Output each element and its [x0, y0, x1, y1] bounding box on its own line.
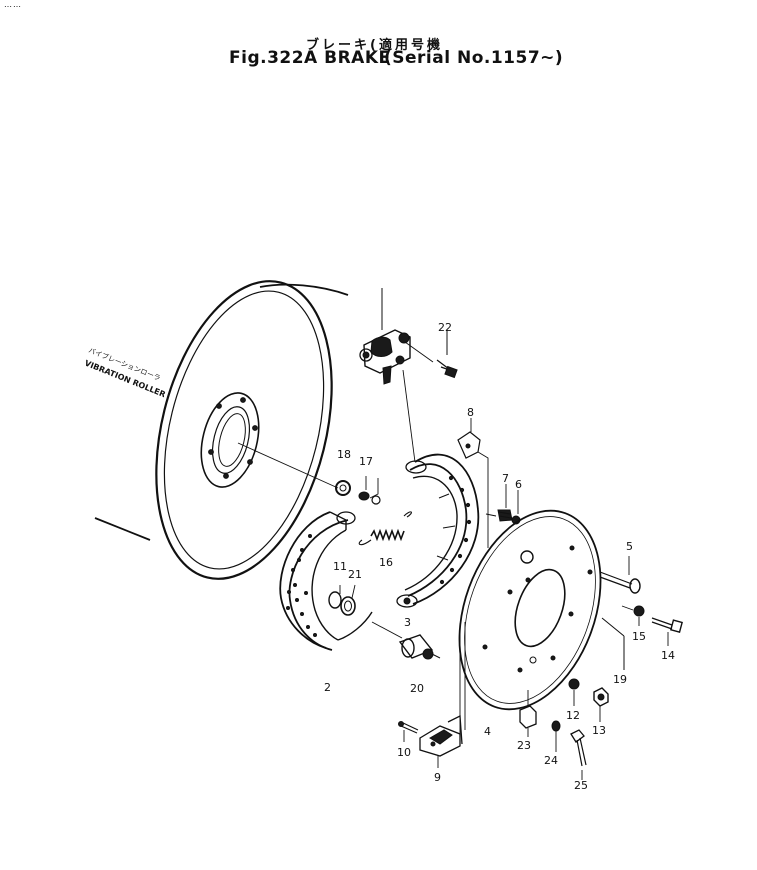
callout-11: 11: [333, 560, 347, 573]
callout-5: 5: [626, 540, 633, 553]
callout-25: 25: [574, 779, 588, 792]
callout-6: 6: [515, 478, 522, 491]
wheel-cylinder-part: [359, 288, 458, 463]
nut-12: [568, 678, 580, 706]
backing-plate-4: [458, 509, 602, 740]
callout-19: 19: [613, 673, 627, 686]
callout-23: 23: [517, 739, 531, 752]
japanese-title: ブレーキ(適用号機: [306, 38, 443, 53]
callout-9: 9: [434, 771, 441, 784]
callout-2: 2: [324, 681, 331, 694]
washer-24: [551, 720, 561, 752]
callout-13: 13: [592, 724, 606, 737]
stud-19: [601, 617, 625, 670]
callout-12: 12: [566, 709, 580, 722]
vibration-roller-drum: [94, 280, 349, 580]
callout-17: 17: [359, 455, 373, 468]
callout-3: 3: [404, 616, 411, 629]
serial-range: (Serial No.1157~): [384, 48, 564, 68]
return-spring-16: [358, 511, 412, 546]
bolt-5: [599, 556, 641, 594]
corner-mark: ……: [4, 0, 22, 9]
callout-15: 15: [632, 630, 646, 643]
washer-18: [335, 480, 351, 496]
nut-13: [593, 687, 609, 722]
callout-4: 4: [484, 725, 491, 738]
callout-14: 14: [661, 649, 675, 662]
screw-10: [398, 721, 419, 742]
bolt-14: [651, 617, 683, 646]
callout-24: 24: [544, 754, 558, 767]
brake-shoe-3: [396, 453, 480, 608]
figure-title: Fig.322A BRAKE: [229, 48, 391, 68]
callout-18: 18: [337, 448, 351, 461]
anchor-pin-20: [398, 634, 441, 660]
callout-7: 7: [502, 472, 509, 485]
callout-16: 16: [379, 556, 393, 569]
pin-17: [358, 476, 381, 505]
washer-15: [621, 605, 645, 626]
plate-23: [519, 690, 537, 737]
brake-shoe-2: [279, 511, 403, 651]
callout-20: 20: [410, 682, 424, 695]
callout-8: 8: [467, 406, 474, 419]
adjuster-plate-8: [457, 418, 489, 548]
callout-22: 22: [438, 321, 452, 334]
bolt-25: [570, 729, 587, 780]
callout-10: 10: [397, 746, 411, 759]
callout-21: 21: [348, 568, 362, 581]
bracket-9: [419, 714, 463, 768]
